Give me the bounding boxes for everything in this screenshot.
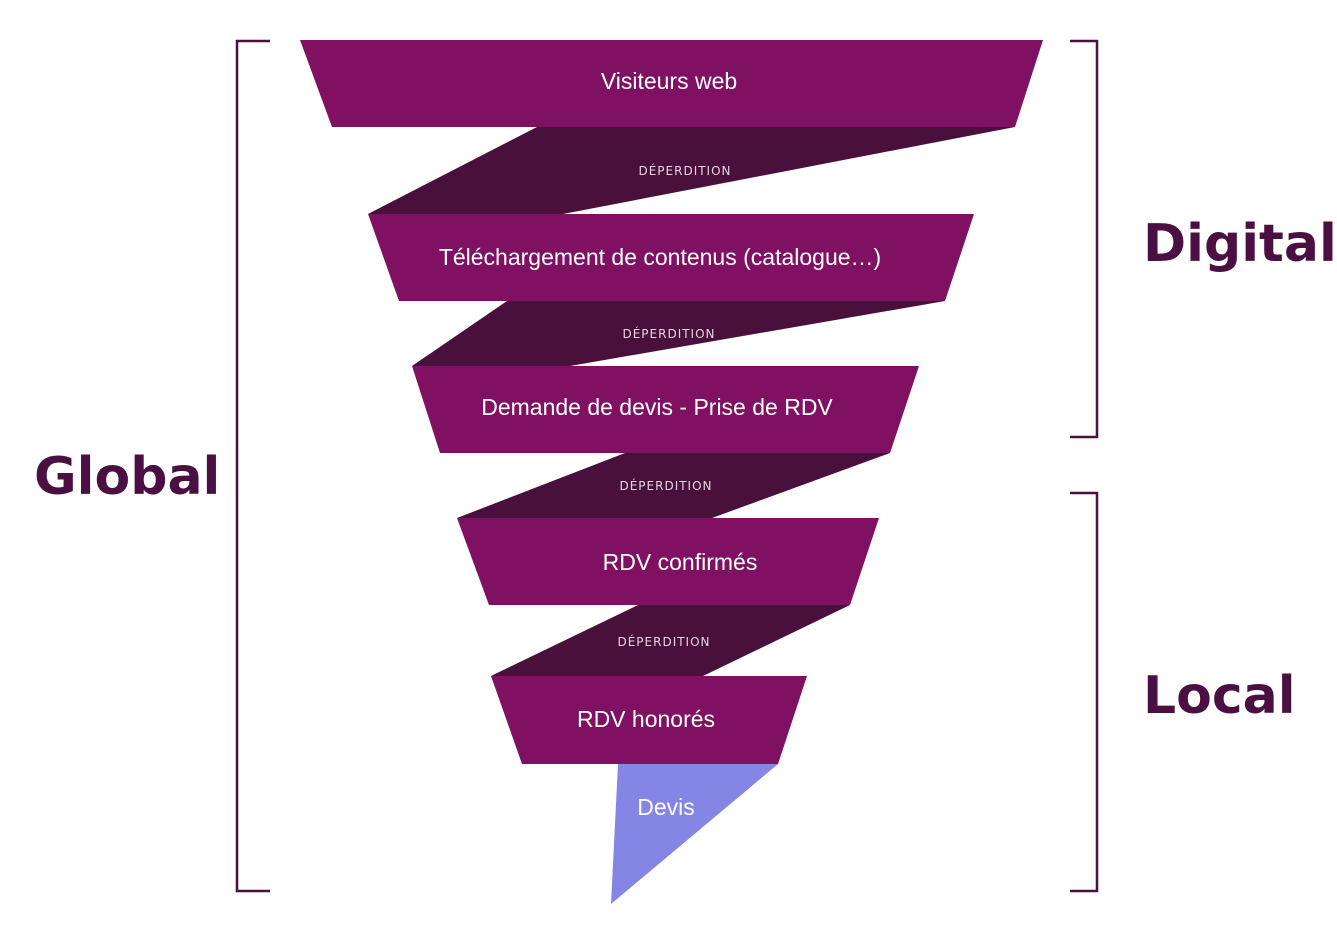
loss-label-2: DÉPERDITION bbox=[622, 326, 715, 341]
stage-label-5: RDV honorés bbox=[577, 706, 715, 732]
loss-band-4 bbox=[491, 605, 850, 676]
stage-label-1: Visiteurs web bbox=[601, 68, 737, 94]
global-bracket bbox=[235, 39, 270, 893]
stage-band-3 bbox=[412, 366, 919, 453]
stage-band-2 bbox=[368, 214, 974, 301]
loss-label-1: DÉPERDITION bbox=[638, 163, 731, 178]
loss-band-3 bbox=[457, 453, 890, 518]
final-stage-triangle bbox=[611, 764, 778, 904]
stage-band-5 bbox=[491, 676, 807, 764]
local-bracket bbox=[1070, 491, 1099, 893]
stage-label-3: Demande de devis - Prise de RDV bbox=[481, 394, 833, 420]
stage-label-4: RDV confirmés bbox=[603, 549, 758, 575]
local-label: Local bbox=[1143, 666, 1296, 726]
digital-bracket bbox=[1070, 39, 1099, 439]
final-stage-label: Devis bbox=[637, 794, 695, 820]
stage-band-4 bbox=[457, 518, 879, 605]
loss-band-2 bbox=[412, 301, 945, 366]
loss-label-3: DÉPERDITION bbox=[619, 478, 712, 493]
digital-label: Digital bbox=[1143, 214, 1337, 274]
loss-band-1 bbox=[368, 127, 1015, 214]
loss-label-4: DÉPERDITION bbox=[617, 634, 710, 649]
stage-label-2: Téléchargement de contenus (catalogue…) bbox=[439, 244, 881, 270]
stage-band-1 bbox=[300, 40, 1043, 127]
global-label: Global bbox=[34, 447, 220, 507]
